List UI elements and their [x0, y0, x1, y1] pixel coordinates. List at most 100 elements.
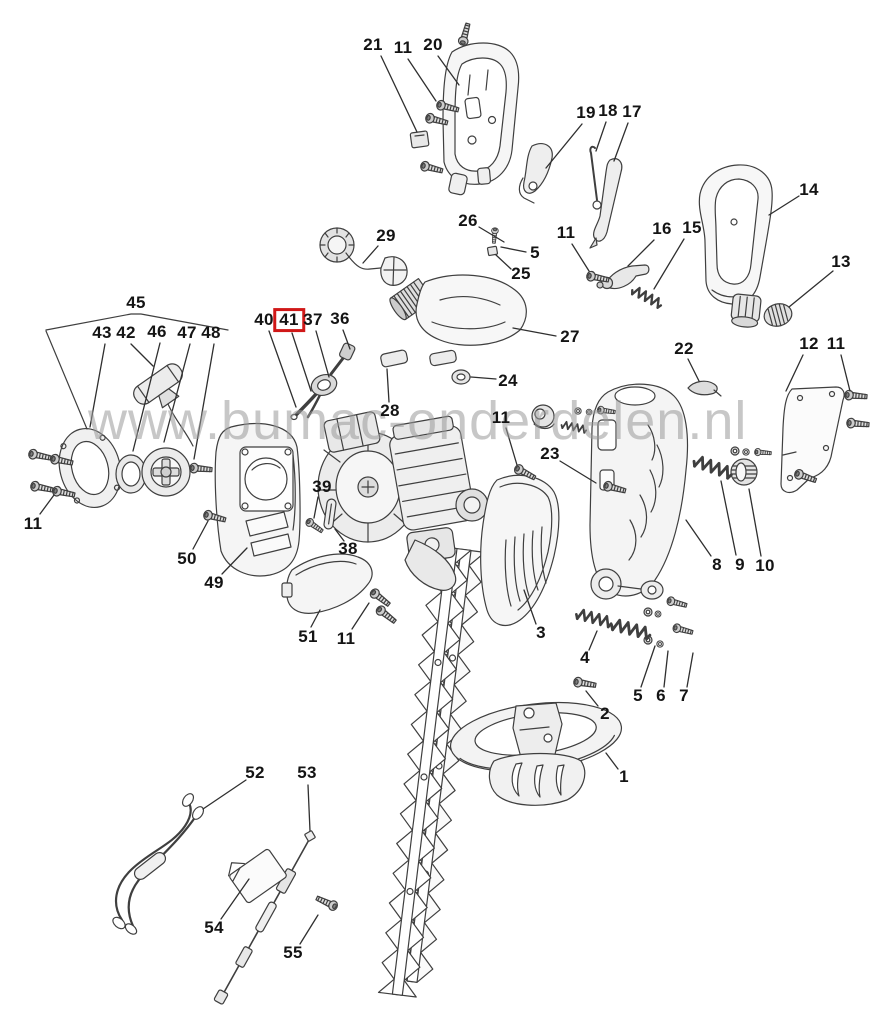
- leader-line-54-52: [220, 878, 250, 920]
- leader-line-8-47: [685, 519, 712, 557]
- screw-drawing-0: [456, 21, 474, 47]
- blade-rivet-drawing: [434, 658, 442, 667]
- leader-line-40-27: [268, 330, 297, 408]
- blade-rivet-drawing: [406, 887, 414, 896]
- front-guard-drawing: [449, 702, 623, 806]
- spring-drawing-1: [691, 453, 735, 481]
- blade-bar-drawing-1: [391, 546, 458, 996]
- blade-rivet-drawing: [448, 654, 457, 662]
- washer-drawing-7: [585, 408, 593, 416]
- washer-drawing-3: [654, 610, 662, 618]
- switch-clip-drawing: [409, 130, 430, 149]
- spring-drawing-0: [629, 284, 665, 310]
- throttle-rod-drawing: [589, 145, 602, 210]
- leader-line-27-15: [512, 327, 557, 337]
- spring-drawing-2: [574, 607, 614, 629]
- leader-line-43-22: [89, 343, 106, 428]
- blade-assembly-drawing: [377, 545, 486, 998]
- screw-drawing-6: [845, 417, 870, 431]
- leader-line-5-42: [640, 645, 656, 688]
- starter-assembly-drawing: [58, 363, 194, 509]
- leader-line-11-38: [505, 427, 518, 466]
- screw-drawing-20: [303, 516, 326, 536]
- wiring-harness-drawing: [112, 793, 205, 935]
- leader-line-48-26: [193, 343, 215, 460]
- leader-line-23-39: [559, 460, 597, 484]
- fuel-tank-drawing: [389, 274, 527, 346]
- leader-line-11-20: [840, 354, 851, 392]
- leader-line-47-25: [163, 343, 191, 443]
- ignition-parts-drawing: [531, 404, 555, 430]
- leader-line-39-31: [313, 496, 319, 519]
- leader-line-11-36: [351, 602, 370, 630]
- leader-line-6-43: [663, 650, 669, 688]
- leader-line-11-1: [407, 58, 437, 102]
- leader-line-28-17: [386, 368, 390, 403]
- round-cap-drawing: [730, 458, 758, 486]
- spring-drawing-3: [609, 617, 653, 641]
- throttle-cable-drawing: [213, 830, 316, 1005]
- leader-line-37-29: [315, 330, 330, 378]
- leader-line-3-40: [523, 589, 537, 625]
- screw-drawing-24: [314, 893, 340, 913]
- leader-line-20-2: [437, 55, 460, 86]
- leader-line-10-49: [748, 488, 762, 557]
- screw-drawing-25: [490, 227, 499, 244]
- side-cover-drawing: [480, 474, 560, 627]
- leader-line-24-16: [470, 376, 497, 380]
- leader-line-11-37: [39, 494, 55, 515]
- leader-line-22-18: [687, 358, 700, 382]
- engine-assembly-drawing: [317, 411, 489, 591]
- leader-line-15-9: [653, 238, 685, 290]
- screw-drawing-16: [188, 462, 213, 476]
- leader-lines-layer: [39, 55, 851, 945]
- leader-line-36-30: [342, 329, 351, 350]
- leader-line-1-46: [605, 752, 619, 770]
- rear-housing-drawing: [214, 423, 301, 577]
- leader-line-52-50: [202, 779, 247, 810]
- rear-handle-drawing: [698, 164, 773, 328]
- leader-line-2-45: [585, 690, 599, 707]
- leader-line-29-14: [362, 245, 379, 264]
- trigger-drawing: [518, 143, 553, 204]
- leader-line-16-8: [627, 239, 655, 267]
- leader-line-25-13: [495, 254, 512, 270]
- choke-lever-drawing: [687, 380, 722, 397]
- screw-drawing-12: [27, 448, 53, 464]
- washer-drawing-6: [574, 407, 582, 415]
- leader-line-7-44: [686, 652, 694, 688]
- screw-drawing-23: [572, 676, 598, 691]
- screw-drawing-21: [665, 595, 689, 611]
- spring-drawing-4: [560, 420, 588, 434]
- washer-drawing-2: [643, 607, 653, 617]
- leader-line-46-24: [132, 342, 161, 452]
- leader-line-14-6: [768, 195, 800, 216]
- washer-drawing-5: [656, 640, 664, 648]
- top-handle-housing-drawing: [442, 42, 520, 196]
- leader-line-5-12: [500, 246, 527, 253]
- leader-line-41-28: [291, 332, 312, 392]
- leader-line-9-48: [720, 480, 737, 556]
- washer-drawing-1: [742, 448, 750, 456]
- primer-parts-drawing: [486, 245, 499, 257]
- leader-line-17-5: [613, 122, 629, 162]
- callout-45-bracket: [45, 313, 229, 430]
- tank-pads-drawing: [380, 349, 457, 368]
- leader-line-55-53: [299, 914, 319, 945]
- lower-cover-drawing: [281, 553, 373, 614]
- leader-line-51-35: [310, 609, 321, 628]
- leader-line-38-32: [334, 528, 345, 542]
- throttle-lever-drawing: [589, 158, 623, 249]
- fuel-line-assembly-drawing: [290, 342, 356, 421]
- leader-line-19-3: [545, 123, 583, 169]
- latch-lever-drawing: [596, 264, 650, 290]
- screw-drawing-22: [671, 622, 695, 638]
- leader-line-50-33: [192, 520, 209, 550]
- leader-line-42-23: [130, 343, 154, 367]
- screw-drawing-11: [753, 447, 772, 458]
- leader-line-49-34: [221, 547, 248, 575]
- pin-drawing: [323, 498, 337, 530]
- leader-line-26-11: [478, 226, 505, 243]
